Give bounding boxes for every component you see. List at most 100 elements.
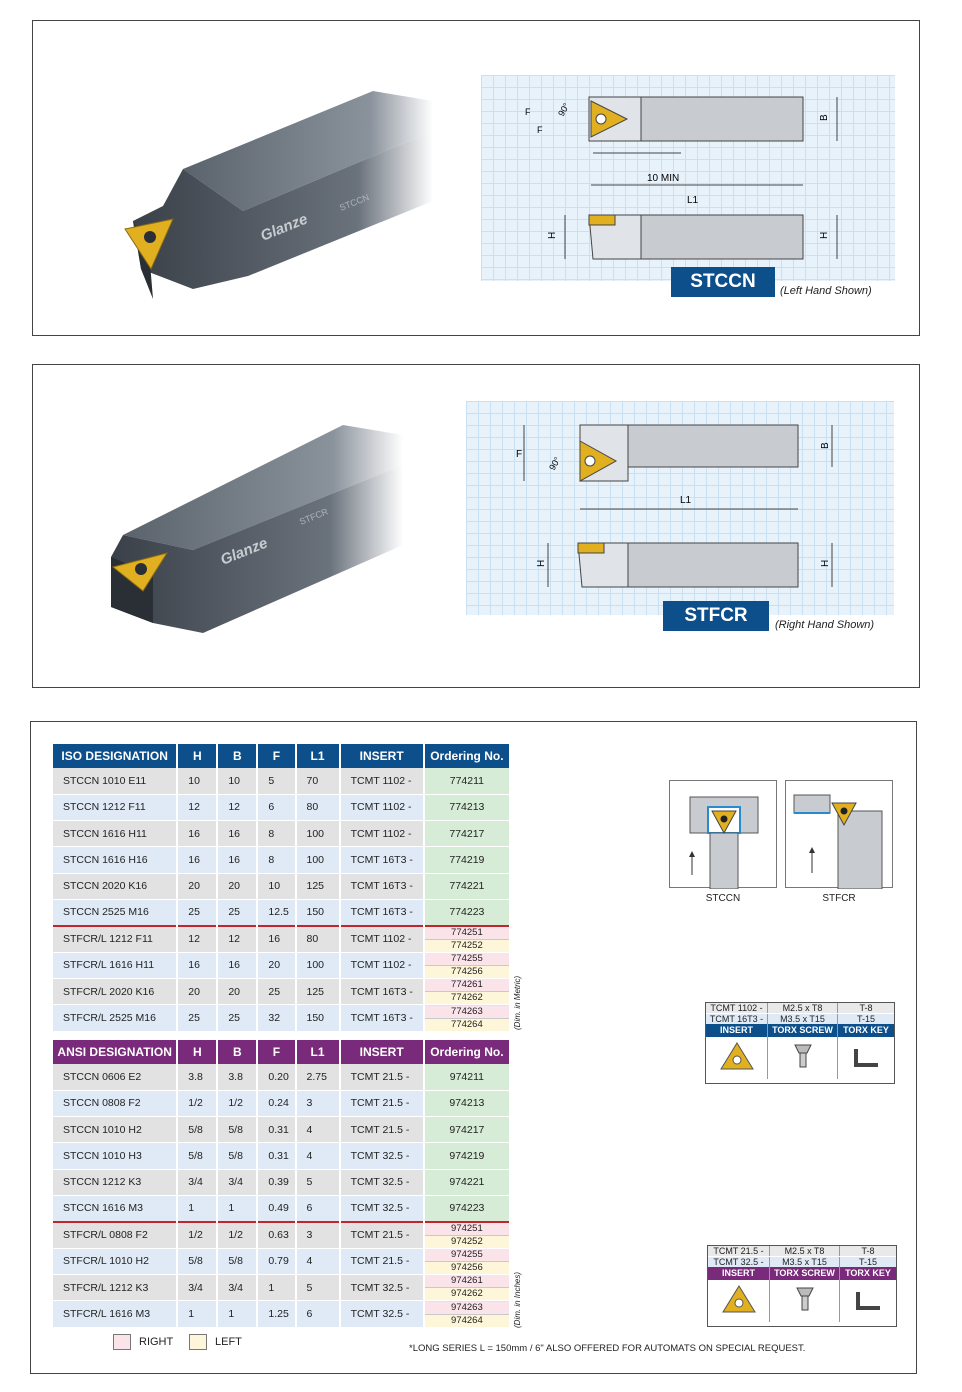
stfcr-hand-note: (Right Hand Shown) bbox=[775, 619, 875, 631]
stccn-tag: STCCN bbox=[671, 267, 775, 297]
spares-inch-table: TCMT 21.5 - M2.5 x T8 T-8 TCMT 32.5 - M3… bbox=[707, 1245, 897, 1327]
stfcr-panel: Glanze STFCR F 90° L1 B H H STFCR (Right… bbox=[32, 364, 920, 688]
spares-metric-table: TCMT 1102 - M2.5 x T8 T-8 TCMT 16T3 - M3… bbox=[705, 1002, 895, 1084]
iso-header-f: F bbox=[257, 744, 297, 768]
legend-right-label: RIGHT bbox=[139, 1336, 174, 1348]
application-stccn bbox=[669, 780, 777, 890]
spares-header-key: TORX KEY bbox=[845, 1268, 891, 1278]
ansi-header-ordering: Ordering No. bbox=[423, 1040, 512, 1064]
ansi-header-l1: L1 bbox=[295, 1040, 341, 1064]
iso-header-b: B bbox=[217, 744, 259, 768]
iso-dim-note: (Dim. in Metric) bbox=[513, 975, 522, 1030]
ordering-left: 774264 bbox=[424, 1018, 509, 1031]
ordering-no: 774217 bbox=[423, 820, 512, 848]
torx-screw-icon bbox=[793, 1044, 812, 1068]
stccn-dim-l1: L1 bbox=[687, 195, 699, 206]
stfcr-drawing: F 90° L1 B H H bbox=[466, 401, 894, 615]
ordering-left: 974256 bbox=[424, 1261, 509, 1274]
stfcr-dim-f: F bbox=[516, 449, 522, 460]
ordering-left: 974252 bbox=[424, 1235, 509, 1248]
iso-table: ISO DESIGNATION H B F L1 INSERT Ordering… bbox=[53, 744, 512, 1032]
iso-header-l1: L1 bbox=[295, 744, 341, 768]
spares-row: TCMT 16T3 - M3.5 x T15 T-15 bbox=[706, 1014, 894, 1024]
ordering-right: 774261 bbox=[424, 979, 509, 993]
spares-row: TCMT 32.5 - M3.5 x T15 T-15 bbox=[708, 1257, 896, 1267]
stccn-dim-f1: F bbox=[525, 107, 531, 117]
stccn-drawing: F F 90° 10 MIN L1 B H H bbox=[481, 75, 895, 281]
ordering-no: 974219 bbox=[423, 1142, 512, 1170]
ordering-right: 974255 bbox=[424, 1248, 509, 1262]
spares-header-screw: TORX SCREW bbox=[770, 1267, 840, 1280]
torx-key-icon bbox=[854, 1049, 878, 1067]
ordering-no: 774221 bbox=[423, 873, 512, 900]
spares-row: TCMT 1102 - M2.5 x T8 T-8 bbox=[706, 1003, 894, 1014]
spares-header-insert: INSERT bbox=[708, 1267, 770, 1280]
ordering-no: 774213 bbox=[423, 794, 512, 822]
ansi-header-h: H bbox=[177, 1040, 219, 1064]
application-stfcr bbox=[785, 780, 893, 890]
ansi-header-b: B bbox=[217, 1040, 259, 1064]
ansi-header-insert: INSERT bbox=[339, 1040, 425, 1064]
spares-header-key: TORX KEY bbox=[843, 1025, 889, 1035]
torx-screw-icon bbox=[795, 1287, 814, 1311]
application-stccn-label: STCCN bbox=[705, 893, 741, 904]
stccn-dim-min: 10 MIN bbox=[647, 173, 679, 184]
ansi-table: ANSI DESIGNATION H B F L1 INSERT Orderin… bbox=[53, 1040, 512, 1328]
ordering-no: 974217 bbox=[423, 1116, 512, 1144]
ordering-right: 974251 bbox=[424, 1222, 509, 1236]
ordering-right: 974263 bbox=[424, 1301, 509, 1315]
stccn-insert-icon bbox=[124, 218, 174, 271]
ordering-no: 774219 bbox=[423, 846, 512, 874]
feed-arrow-icon bbox=[689, 851, 695, 857]
stccn-hand-note: (Left Hand Shown) bbox=[780, 285, 872, 297]
ordering-right: 774263 bbox=[424, 1005, 509, 1019]
ordering-no: 974213 bbox=[423, 1090, 512, 1118]
insert-icon bbox=[721, 1285, 756, 1313]
ansi-header-designation: ANSI DESIGNATION bbox=[53, 1040, 179, 1064]
stccn-dim-h-right: H bbox=[819, 232, 830, 239]
ordering-left: 974262 bbox=[424, 1288, 509, 1301]
footnote: *LONG SERIES L = 150mm / 6" ALSO OFFERED… bbox=[409, 1343, 806, 1354]
ansi-header-row: ANSI DESIGNATION H B F L1 INSERT Orderin… bbox=[53, 1040, 512, 1064]
torx-key-icon bbox=[856, 1292, 880, 1310]
feed-arrow-icon bbox=[809, 847, 815, 853]
stfcr-tag: STFCR bbox=[663, 601, 769, 631]
ordering-no: 974223 bbox=[423, 1195, 512, 1223]
spec-panel: ISO DESIGNATION H B F L1 INSERT Ordering… bbox=[30, 721, 917, 1374]
legend-left-swatch bbox=[189, 1334, 207, 1350]
ordering-left: 774252 bbox=[424, 939, 509, 952]
ordering-right: 774255 bbox=[424, 952, 509, 966]
spares-header-screw: TORX SCREW bbox=[768, 1024, 838, 1037]
spares-header-insert: INSERT bbox=[706, 1024, 768, 1037]
stccn-dim-b: B bbox=[819, 114, 830, 121]
ordering-right: 974261 bbox=[424, 1275, 509, 1289]
stccn-drawing-insert-icon bbox=[590, 100, 629, 138]
stfcr-dim-angle: 90° bbox=[547, 455, 563, 472]
application-stfcr-label: STFCR bbox=[822, 893, 856, 904]
ordering-no: 974211 bbox=[423, 1064, 512, 1091]
stccn-dim-f2: F bbox=[537, 125, 543, 135]
